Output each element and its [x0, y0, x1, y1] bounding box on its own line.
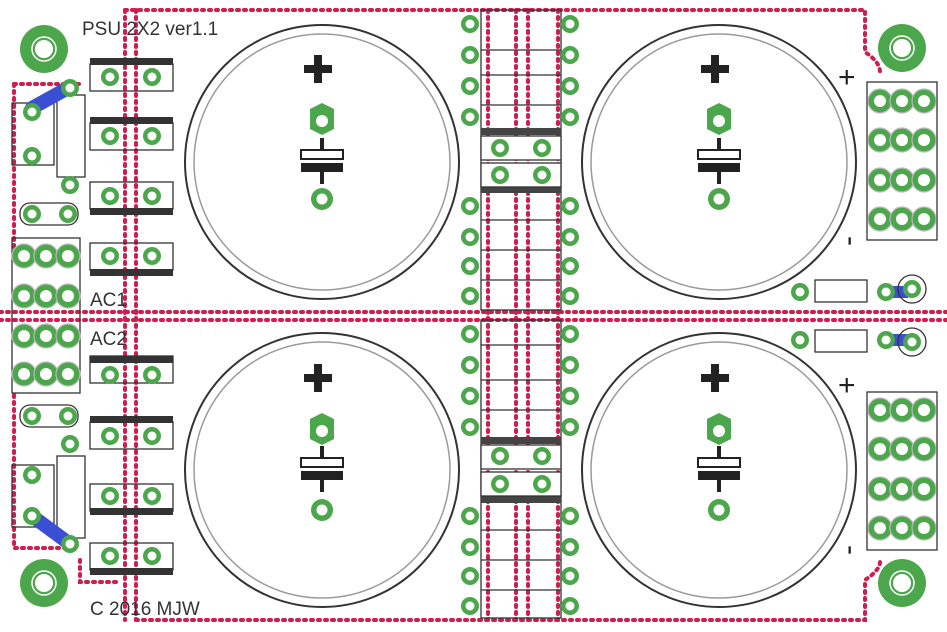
plus-label-top: + [838, 61, 856, 94]
plus-label-bottom: + [838, 369, 856, 402]
capacitor-c3 [184, 332, 460, 608]
ac1-label: AC1 [90, 290, 127, 311]
board-title: PSU 2X2 ver1.1 [82, 19, 218, 40]
rectifier-bars [481, 128, 561, 503]
right-terminal-blocks [791, 81, 938, 551]
left-components-bottom [11, 355, 174, 575]
left-components-top [11, 58, 174, 394]
capacitor-c4 [581, 332, 857, 608]
ac2-label: AC2 [90, 329, 127, 350]
minus-label-top: - [835, 236, 868, 246]
minus-label-bottom: - [835, 545, 868, 555]
board-copyright: C 2016 MJW [90, 599, 200, 620]
capacitor-c1 [184, 24, 460, 300]
dotted-traces [0, 8, 947, 622]
capacitor-c2 [581, 24, 857, 300]
